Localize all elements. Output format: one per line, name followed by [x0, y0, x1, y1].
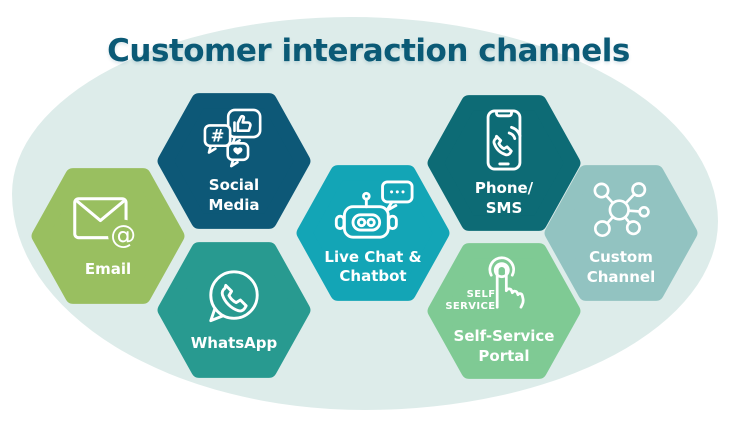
self-service-touch-icon: [488, 256, 525, 309]
channel-hex-live-chat-chatbot: Live Chat & Chatbot: [295, 160, 451, 306]
channel-label: Custom Channel: [586, 248, 656, 286]
channel-label: Phone/ SMS: [474, 179, 534, 217]
email-icon: @: [73, 197, 139, 251]
svg-text:#: #: [211, 127, 225, 146]
channel-hex-whatsapp: WhatsApp: [156, 237, 312, 383]
channel-hex-social-media: # Social Media: [156, 88, 312, 234]
channel-label: Self-Service Portal: [453, 327, 555, 365]
channel-label: Live Chat & Chatbot: [324, 247, 422, 285]
channel-hex-self-service-portal: SELF SERVICE Self-Service Portal: [426, 238, 582, 384]
chatbot-icon: [334, 180, 414, 239]
channel-label: Email: [84, 260, 132, 279]
hexagon-shape: [544, 165, 698, 301]
hexagon-shape: [427, 243, 581, 379]
phone-sms-icon: [486, 109, 522, 171]
self-service-badge: SELF SERVICE: [445, 289, 496, 313]
channel-label: WhatsApp: [190, 333, 278, 352]
network-nodes-icon: [593, 182, 650, 238]
channel-hex-custom-channel: Custom Channel: [543, 160, 699, 306]
channel-label: Social Media: [208, 176, 260, 214]
channel-hex-phone-sms: Phone/ SMS: [426, 90, 582, 236]
channel-hex-email: @ Email: [30, 163, 186, 309]
social-media-icon: #: [203, 108, 262, 168]
svg-text:@: @: [110, 221, 136, 251]
whatsapp-icon: [209, 270, 259, 323]
page-title: Customer interaction channels: [107, 33, 630, 69]
